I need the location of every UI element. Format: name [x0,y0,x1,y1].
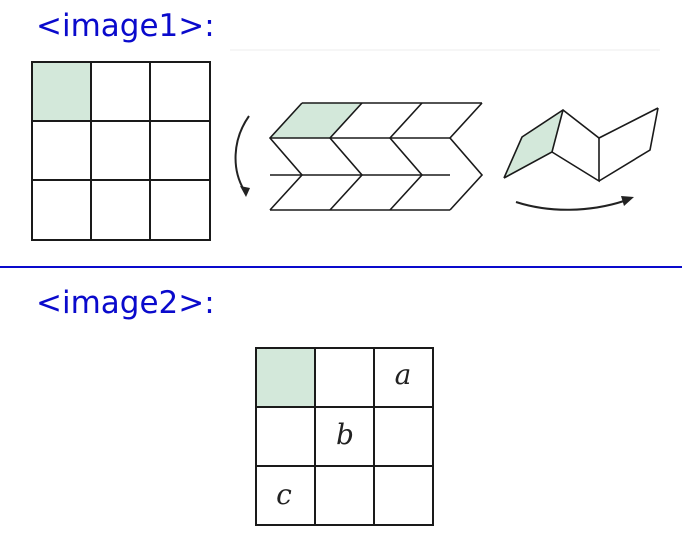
cell-letter-c: c [276,478,292,511]
shaded-cell [256,348,315,407]
curved-arrow-icon [515,196,634,211]
shaded-chevron-cell [270,103,362,138]
image1-label: <image1>: [36,8,215,44]
image2-label: <image2>: [36,285,215,321]
zigzag-fold [503,107,659,183]
grid-border [31,61,211,241]
shaded-panel [504,110,563,178]
rotate-arrow-icon [234,115,250,197]
chevron-strip [268,102,484,211]
image1-grid [31,61,211,241]
image2-grid: a b c [255,347,434,526]
cell-letter-a: a [395,358,412,391]
shaded-cell [32,62,91,121]
grid-border [255,347,434,526]
cell-letter-b: b [336,418,354,451]
section-divider [0,266,682,268]
